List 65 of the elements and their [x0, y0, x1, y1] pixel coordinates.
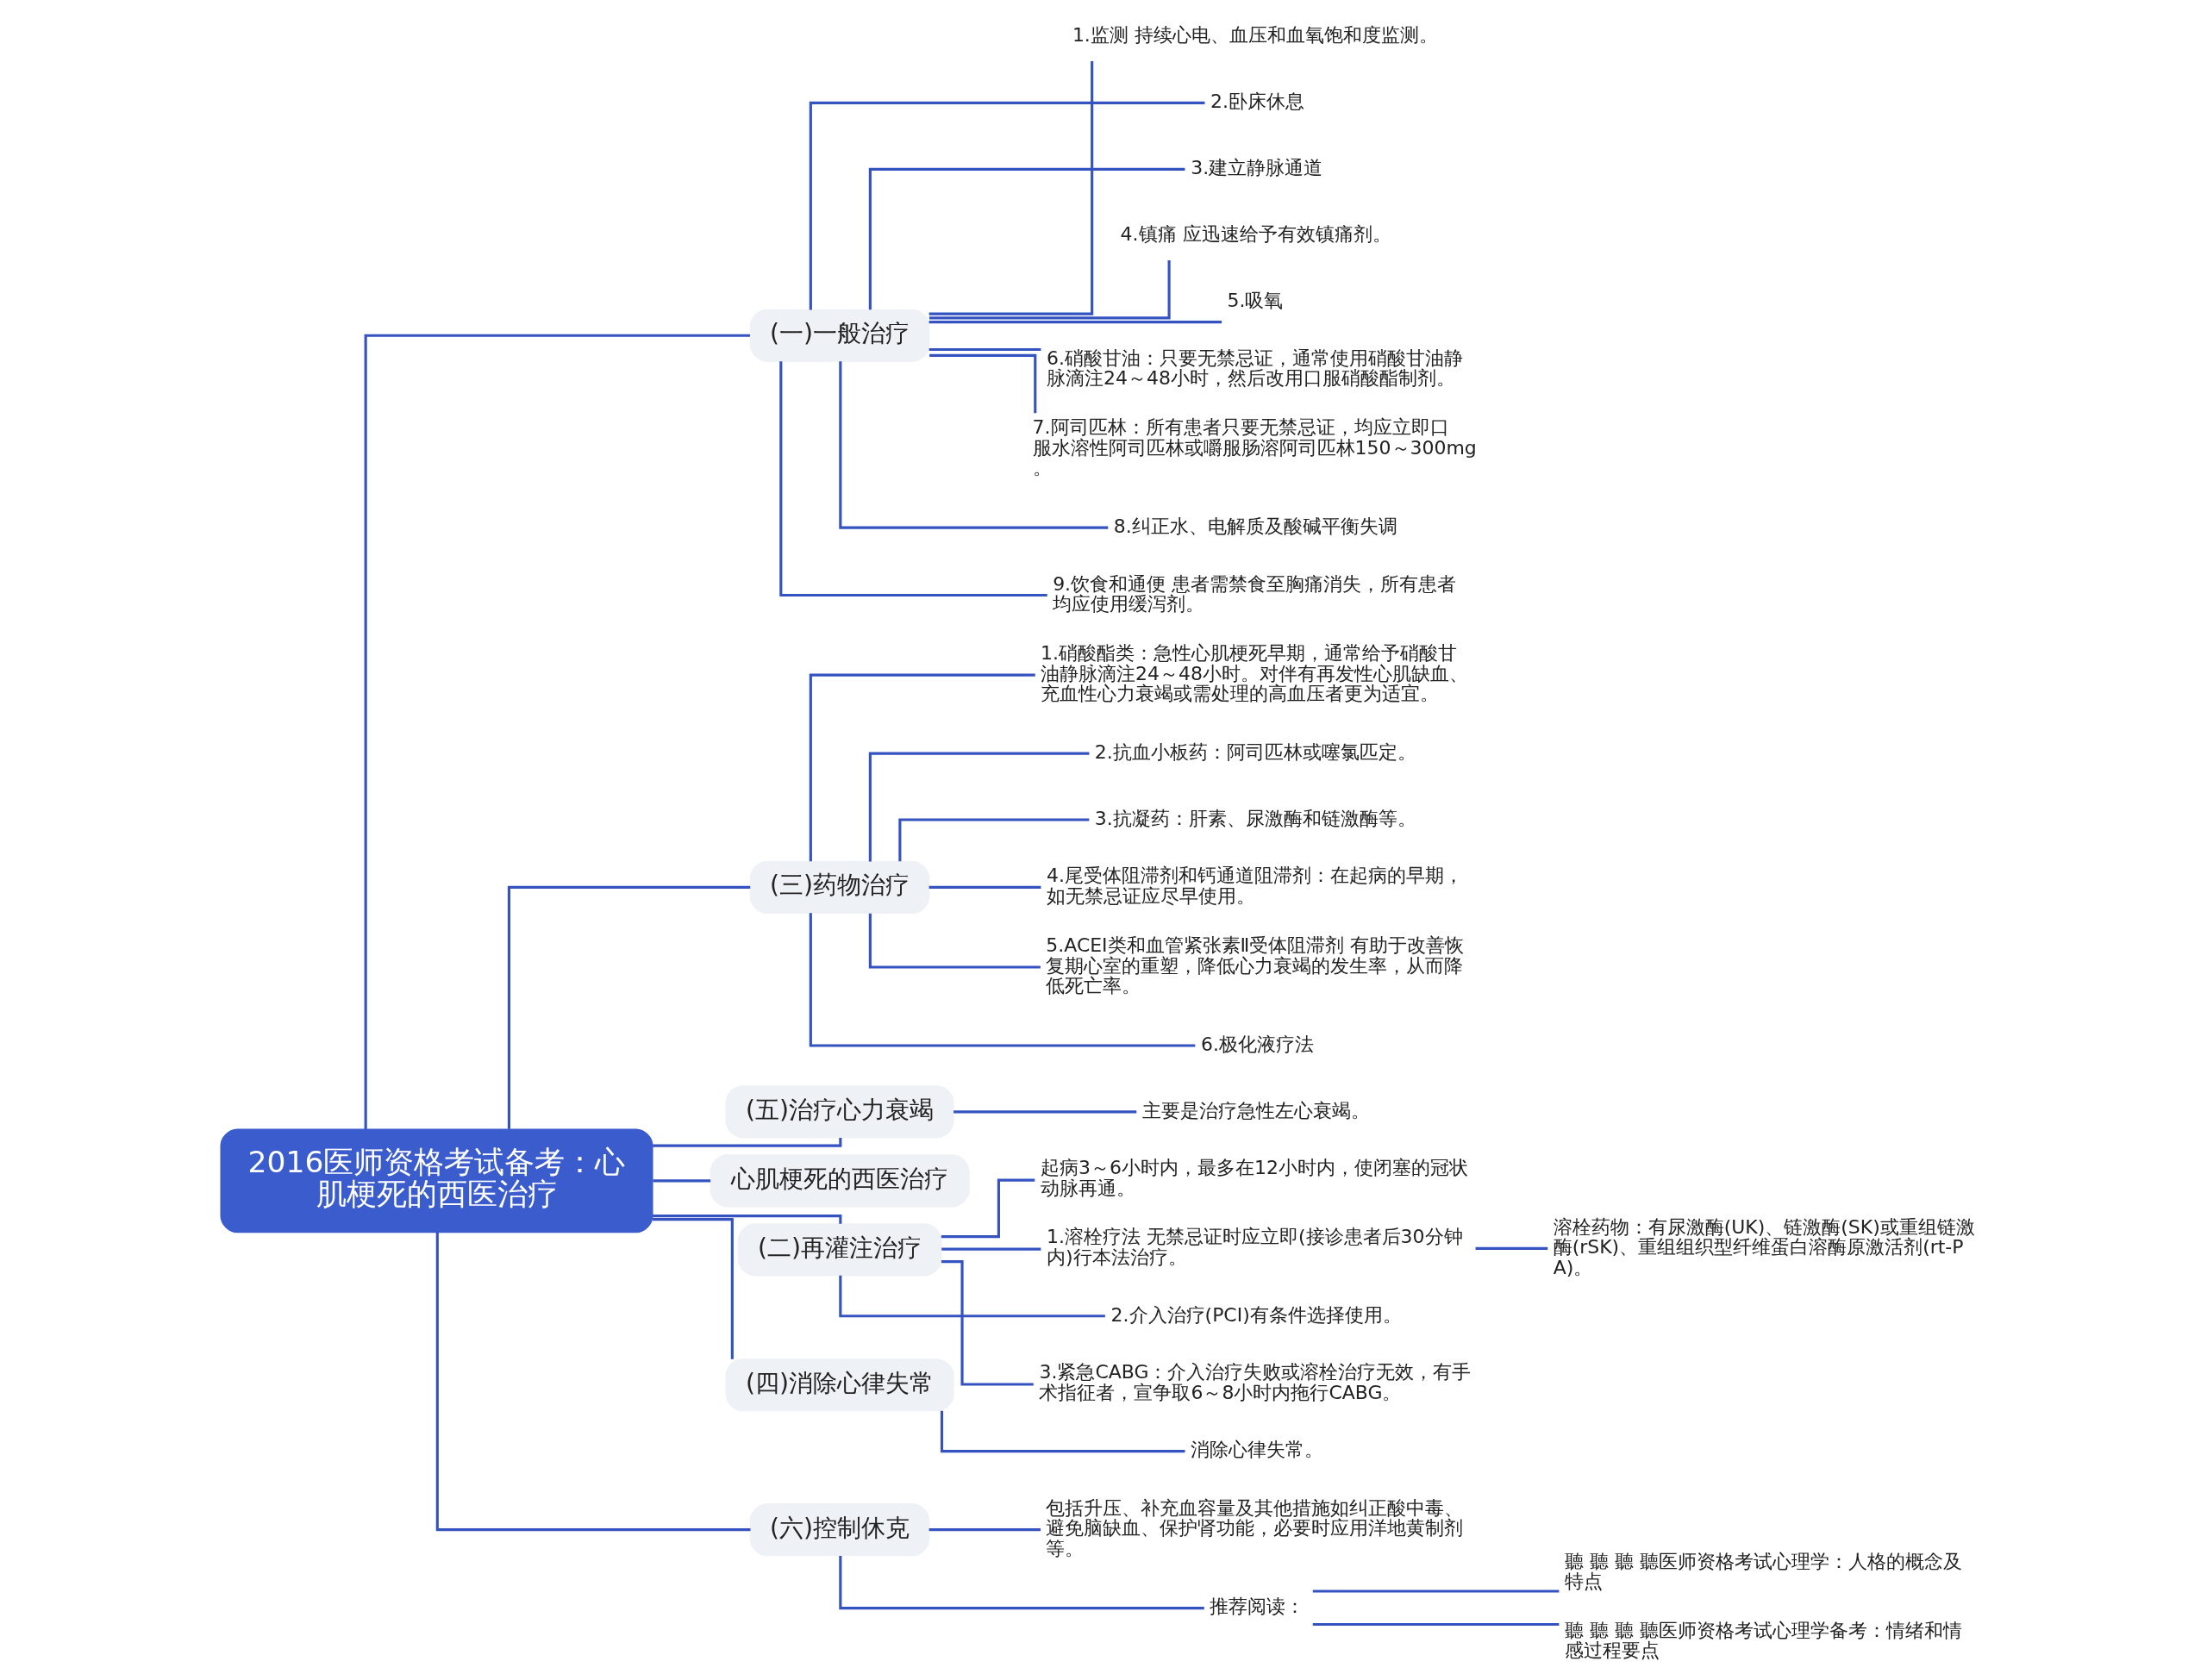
node-text: 5.ACEI类和血管紧张素Ⅱ受体阻滞剂 有助于改善恢复期心室的重塑，降低心力衰竭的发生率，从而降低死亡率。	[1046, 934, 1465, 997]
node-text: 3.建立静脉通道	[1191, 157, 1323, 179]
connector	[928, 259, 1171, 320]
connector	[898, 818, 1090, 862]
node-text: 7.阿司匹林：所有患者只要无禁忌证，均应立即口服水溶性阿司匹林或嚼服肠溶阿司匹林150～300mg。	[1032, 416, 1477, 479]
connector	[507, 885, 751, 1129]
node-text: 2.卧床休息	[1210, 91, 1304, 113]
connector	[779, 361, 1047, 597]
node-text: 起病3～6小时内，最多在12小时内，使闭塞的冠状动脉再通。	[1041, 1157, 1468, 1199]
connector	[435, 1232, 751, 1532]
connector	[928, 1528, 1041, 1532]
node-box: (三)药物治疗	[749, 860, 930, 914]
connector	[940, 1410, 1185, 1453]
node-box: 心肌梗死的西医治疗	[710, 1154, 970, 1208]
node-text: 9.饮食和通便 患者需禁食至胸痛消失，所有患者均应使用缓泻剂。	[1053, 572, 1457, 615]
node-text: 8.纠正水、电解质及酸碱平衡失调	[1113, 515, 1397, 537]
node-text: 推荐阅读：	[1210, 1596, 1305, 1618]
connector	[839, 361, 1109, 529]
node-text: 5.吸氧	[1227, 289, 1284, 311]
node-text: 6.极化液疗法	[1200, 1033, 1314, 1055]
node-text: 1.溶栓疗法 无禁忌证时应立即(接诊患者后30分钟内)行本法治疗。	[1047, 1226, 1463, 1268]
node-box: (一)一般治疗	[749, 309, 930, 362]
connector	[364, 334, 750, 1129]
node-text: 2.抗血小板药：阿司匹林或噻氯匹定。	[1094, 740, 1416, 763]
node-text: 1.硝酸酯类：急性心肌梗死早期，通常给予硝酸甘油静脉滴注24～48小时。对伴有再发性心肌缺血、充血性心力衰竭或需处理的高血压者更为适宜。	[1041, 642, 1468, 705]
connector	[839, 1555, 1204, 1610]
connector	[941, 1247, 1041, 1251]
node-box: (五)治疗心力衰竭	[725, 1085, 954, 1139]
connector	[1312, 1589, 1560, 1593]
node-text: 3.紧急CABG：介入治疗失败或溶栓治疗无效，有手术指征者，宣争取6～8小时内拖行CABG。	[1039, 1361, 1472, 1403]
node-text: 聽 聽 聽 聽医师资格考试心理学备考：情绪和情感过程要点	[1565, 1619, 1962, 1662]
node-box: (六)控制休克	[749, 1503, 930, 1557]
connector	[941, 1178, 1035, 1239]
connector	[928, 61, 1094, 315]
connector	[953, 1110, 1137, 1114]
connector	[868, 167, 1185, 310]
node-text: 3.抗凝药：肝素、尿激酶和链激酶等。	[1094, 807, 1416, 829]
connector	[929, 353, 1037, 414]
node-box: (四)消除心律失常	[725, 1358, 954, 1412]
node-text: 2.介入治疗(PCI)有条件选择使用。	[1110, 1303, 1402, 1326]
connector	[928, 885, 1041, 889]
node-box: (二)再灌注治疗	[737, 1223, 942, 1277]
node-box: 2016医师资格考试备考：心肌梗死的西医治疗	[220, 1128, 653, 1233]
node-text: 溶栓药物：有尿激酶(UK)、链激酶(SK)或重组链激酶(rSK)、重组组织型纤维蛋白溶酶原激活剂(rt-PA)。	[1553, 1215, 1975, 1278]
connector	[839, 1275, 1105, 1318]
connector	[928, 347, 1041, 352]
connector	[868, 913, 1041, 969]
connector	[1475, 1246, 1548, 1250]
connector	[809, 913, 1196, 1047]
node-text: 包括升压、补充血容量及其他措施如纠正酸中毒、避免脑缺血、保护肾功能，必要时应用洋地黄制剂等。	[1046, 1496, 1464, 1559]
connector	[809, 673, 1035, 862]
node-text: 消除心律失常。	[1191, 1439, 1324, 1461]
node-text: 聽 聽 聽 聽医师资格考试心理学：人格的概念及特点	[1565, 1550, 1962, 1593]
connector	[653, 1179, 711, 1183]
connector	[1312, 1622, 1560, 1627]
node-text: 6.硝酸甘油：只要无禁忌证，通常使用硝酸甘油静脉滴注24～48小时，然后改用口服硝酸酯制剂。	[1047, 347, 1464, 390]
connector	[809, 101, 1205, 310]
connector	[928, 321, 1222, 324]
node-text: 1.监测 持续心电、血压和血氧饱和度监测。	[1072, 24, 1438, 47]
connector	[941, 1260, 1034, 1386]
node-text: 4.镇痛 应迅速给予有效镇痛剂。	[1120, 222, 1391, 245]
connector	[868, 752, 1090, 862]
node-text: 4.尾受体阻滞剂和钙通道阻滞剂：在起病的早期，如无禁忌证应尽早使用。	[1047, 865, 1464, 907]
connector	[653, 1218, 734, 1359]
node-text: 主要是治疗急性左心衰竭。	[1141, 1099, 1370, 1121]
